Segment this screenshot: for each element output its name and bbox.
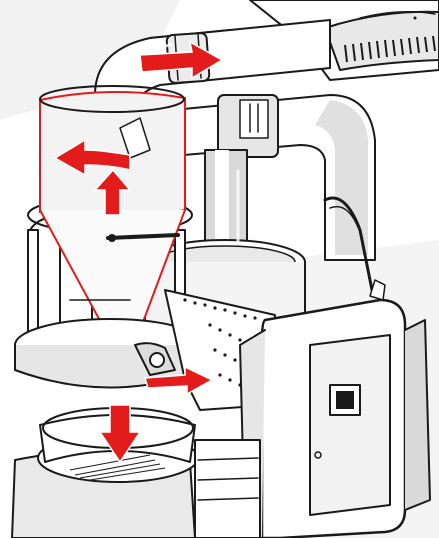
base-plates [194, 439, 261, 538]
latch-flow-arrow [144, 365, 214, 396]
side-hose [323, 196, 386, 301]
motor-housing [249, 0, 439, 81]
flow-arrows [53, 40, 224, 464]
inlet-flow-arrow [139, 40, 224, 80]
motor-vent-grille [344, 35, 436, 63]
latch-clamp [134, 342, 176, 376]
control-box [239, 298, 431, 538]
collection-bin [11, 407, 199, 538]
dust-drop-arrow [98, 404, 142, 464]
sketch-highlights [159, 42, 319, 245]
swirl-flow-arrow [53, 138, 131, 177]
updraft-flow-arrow [93, 168, 132, 216]
